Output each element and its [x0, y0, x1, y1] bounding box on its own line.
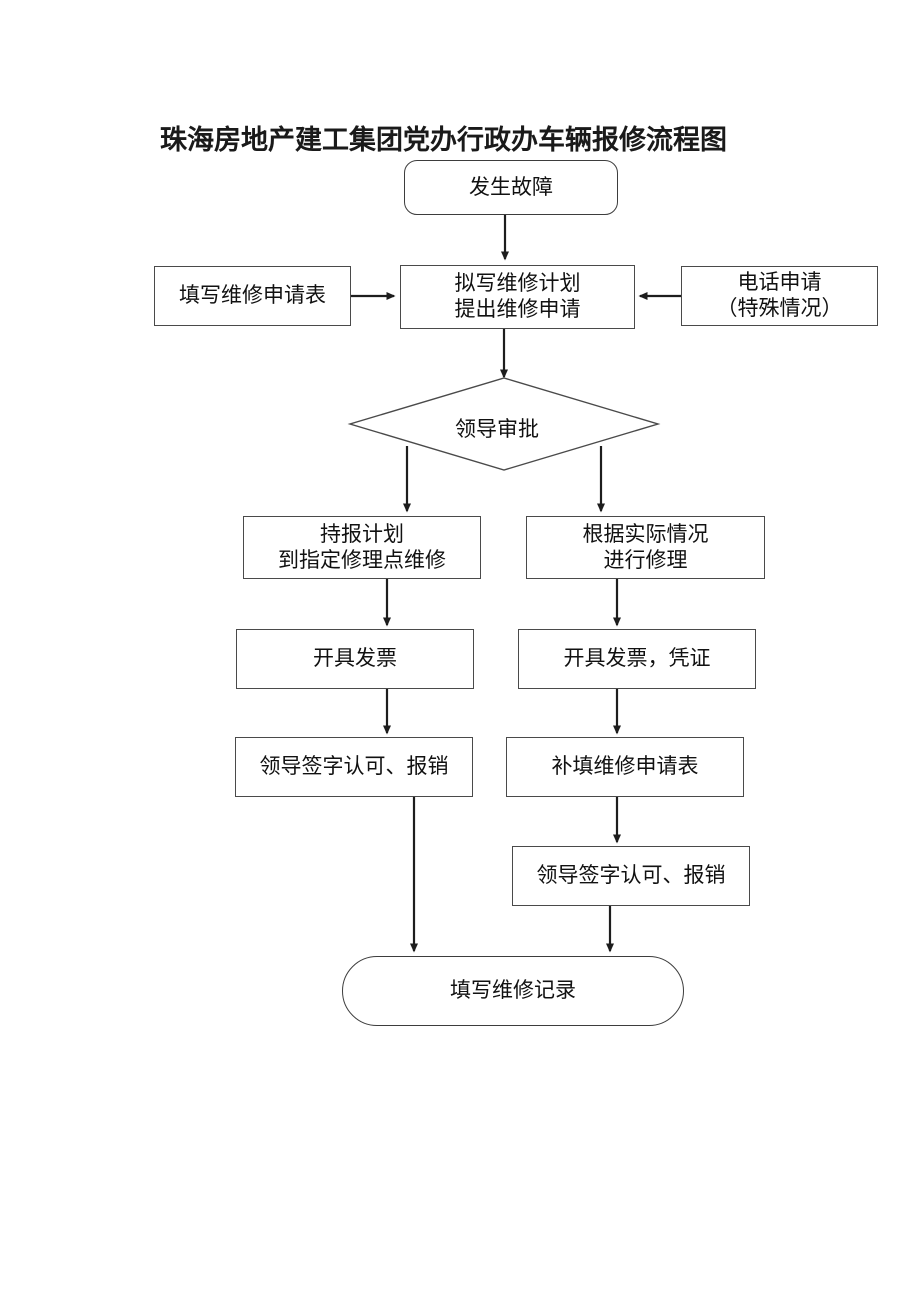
node-fill-application-form-label: 填写维修申请表: [179, 283, 326, 308]
decision-diamond-approval: [347, 377, 661, 471]
node-phone-application-line2: （特殊情况）: [716, 296, 843, 320]
page-title: 珠海房地产建工集团党办行政办车辆报修流程图: [160, 125, 727, 155]
node-right-supplement-form-label: 补填维修申请表: [551, 754, 699, 779]
node-right-invoice-label: 开具发票，凭证: [563, 646, 711, 671]
node-fill-application-form[interactable]: 填写维修申请表: [154, 266, 351, 326]
node-right-invoice[interactable]: 开具发票，凭证: [518, 629, 756, 689]
node-draft-plan-line2: 提出维修申请: [454, 297, 581, 321]
node-draft-plan[interactable]: 拟写维修计划 提出维修申请: [400, 265, 635, 329]
node-end[interactable]: 填写维修记录: [342, 956, 684, 1026]
node-start[interactable]: 发生故障: [404, 160, 618, 215]
node-draft-plan-lines: 拟写维修计划 提出维修申请: [401, 271, 634, 322]
node-left-invoice-label: 开具发票: [313, 646, 397, 671]
node-draft-plan-line1: 拟写维修计划: [454, 271, 581, 296]
node-right-repair-line2: 进行修理: [603, 547, 688, 572]
node-left-invoice[interactable]: 开具发票: [236, 629, 474, 689]
node-right-sign-label: 领导签字认可、报销: [536, 863, 726, 888]
node-phone-application-line1: 电话申请: [737, 270, 822, 295]
node-left-repair-lines: 持报计划 到指定修理点维修: [244, 522, 480, 573]
node-right-supplement-form[interactable]: 补填维修申请表: [506, 737, 744, 797]
node-right-repair-lines: 根据实际情况 进行修理: [527, 522, 764, 573]
node-left-repair-line2: 到指定修理点维修: [278, 547, 446, 572]
node-approval-label[interactable]: 领导审批: [455, 417, 539, 441]
node-phone-application-lines: 电话申请 （特殊情况）: [682, 270, 877, 321]
node-left-repair-line1: 持报计划: [320, 521, 404, 546]
node-left-sign-label: 领导签字认可、报销: [259, 754, 449, 779]
node-end-label: 填写维修记录: [450, 978, 576, 1003]
node-left-sign[interactable]: 领导签字认可、报销: [235, 737, 473, 797]
node-phone-application[interactable]: 电话申请 （特殊情况）: [681, 266, 878, 326]
node-left-repair[interactable]: 持报计划 到指定修理点维修: [243, 516, 481, 579]
node-right-sign[interactable]: 领导签字认可、报销: [512, 846, 750, 906]
node-right-repair[interactable]: 根据实际情况 进行修理: [526, 516, 765, 579]
node-right-repair-line1: 根据实际情况: [582, 521, 709, 546]
node-start-label: 发生故障: [469, 174, 553, 199]
